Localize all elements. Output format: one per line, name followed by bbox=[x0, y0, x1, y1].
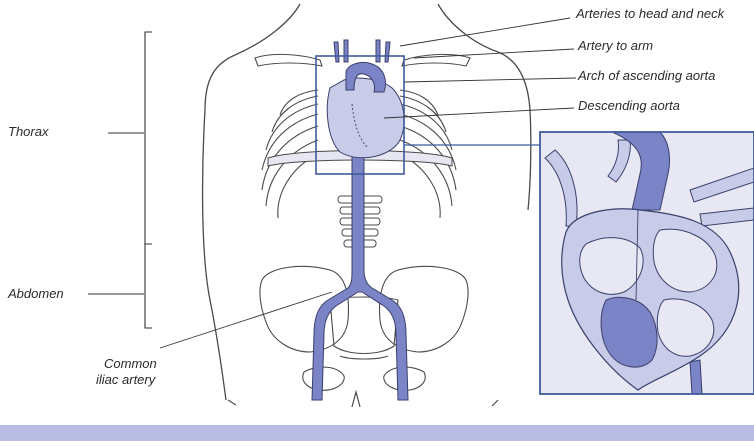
heart-small bbox=[327, 62, 404, 157]
bottom-bar bbox=[0, 425, 754, 441]
midline-mark bbox=[352, 392, 360, 407]
label-artery-arm: Artery to arm bbox=[578, 38, 653, 53]
label-abdomen: Abdomen bbox=[8, 286, 64, 301]
label-thorax: Thorax bbox=[8, 124, 48, 139]
head-neck-arteries bbox=[334, 40, 390, 62]
label-common-iliac-2: iliac artery bbox=[96, 372, 155, 387]
label-arteries-head-neck: Arteries to head and neck bbox=[576, 6, 724, 21]
abdomen-bracket bbox=[145, 244, 152, 328]
clavicle-left bbox=[255, 54, 322, 66]
thorax-bracket bbox=[145, 32, 152, 244]
label-arch-aorta: Arch of ascending aorta bbox=[578, 68, 715, 83]
label-common-iliac-1: Common bbox=[104, 356, 157, 371]
label-descending-aorta: Descending aorta bbox=[578, 98, 680, 113]
hip-outline bbox=[228, 400, 498, 406]
heart-inset bbox=[540, 132, 754, 394]
descending-aorta-vessel bbox=[312, 150, 408, 400]
clavicle-right bbox=[402, 54, 470, 66]
